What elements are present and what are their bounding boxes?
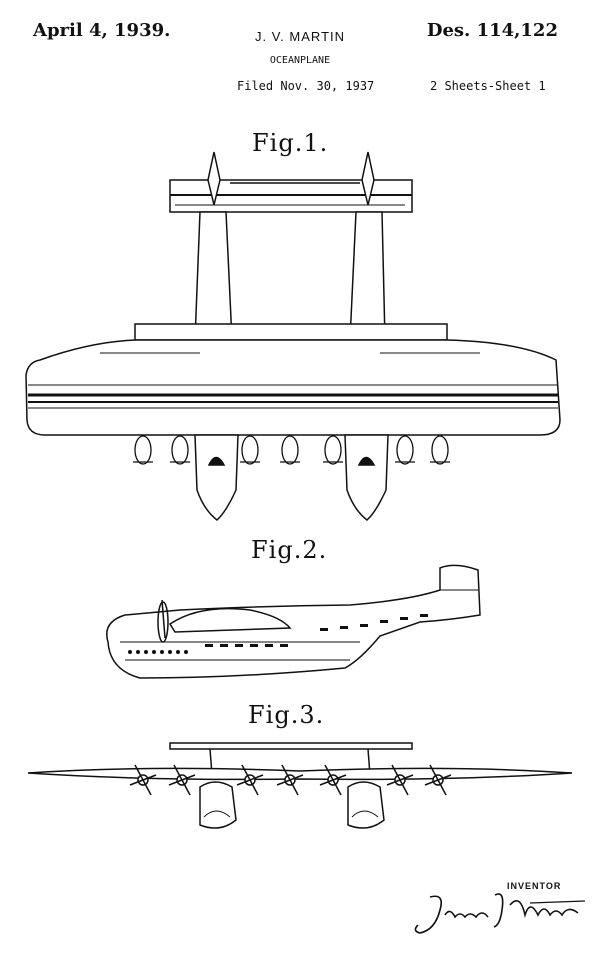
- front-left-hull: [199, 781, 237, 829]
- patent-date: April 4, 1939.: [33, 20, 171, 41]
- plane-side-view-drawing: [106, 564, 481, 679]
- left-rudder: [207, 151, 221, 206]
- cockpit-canopy: [168, 607, 292, 633]
- front-tailplane: [169, 742, 413, 750]
- front-wing: [27, 767, 573, 781]
- signature-mark: [414, 893, 586, 934]
- inventor-label: INVENTOR: [507, 881, 562, 891]
- figure-3-label: Fig.3.: [248, 701, 325, 729]
- portholes: [128, 614, 428, 654]
- engine-nacelles: [133, 435, 450, 465]
- plane-top-view-drawing: [25, 151, 561, 521]
- plane-front-view-drawing: [27, 742, 573, 829]
- center-section: [134, 323, 448, 341]
- figure-2-label: Fig.2.: [251, 536, 328, 564]
- inventor-name: J. V. MARTIN: [254, 29, 346, 44]
- right-boom: [349, 211, 386, 341]
- patent-number: Des. 114,122: [426, 20, 558, 41]
- design-title: OCEANPLANE: [269, 55, 331, 66]
- main-wing: [25, 339, 561, 436]
- left-boom: [194, 211, 233, 341]
- sheet-count: 2 Sheets-Sheet 1: [430, 79, 546, 93]
- front-right-hull: [347, 781, 385, 829]
- figure-1-label: Fig.1.: [252, 129, 329, 157]
- front-propellers: [129, 764, 452, 796]
- filed-date: Filed Nov. 30, 1937: [237, 79, 375, 93]
- right-hull: [344, 434, 389, 521]
- right-rudder: [361, 151, 375, 206]
- fuselage: [106, 564, 481, 679]
- left-hull: [194, 434, 239, 521]
